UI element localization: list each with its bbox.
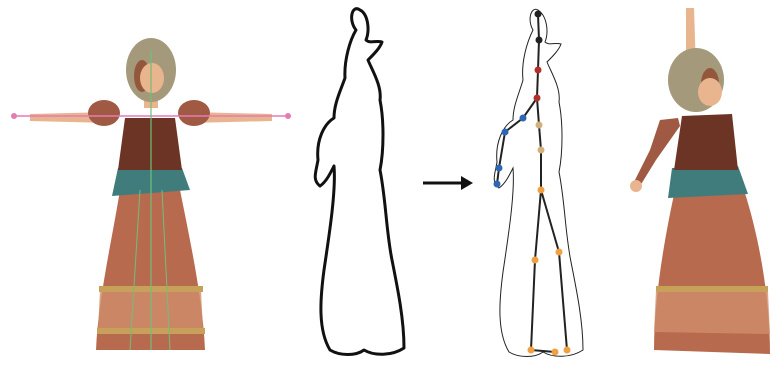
joint-pelvis	[538, 187, 545, 194]
joint-left-knee	[532, 257, 539, 264]
rig-joint-left-hand	[11, 113, 17, 119]
rigged-character-tpose	[0, 0, 300, 366]
hand	[630, 180, 642, 192]
outline-with-fitted-skeleton	[475, 0, 620, 366]
joint-waist	[538, 147, 545, 154]
joint-elbow	[502, 129, 509, 136]
outline-stroke	[315, 9, 404, 355]
sketched-outline	[300, 0, 415, 366]
outline-skeleton-panel	[475, 0, 620, 366]
posed-character-panel	[620, 0, 777, 366]
joint-left-ankle	[528, 347, 535, 354]
left-puffed-sleeve	[88, 100, 120, 126]
bodice	[118, 118, 182, 170]
arrow-panel	[415, 0, 475, 366]
joint-chest	[534, 95, 541, 102]
face	[140, 63, 164, 93]
sash	[668, 166, 748, 198]
joint-hand	[494, 181, 501, 188]
joint-right-ankle	[564, 347, 571, 354]
face	[698, 78, 722, 106]
right-puffed-sleeve	[178, 100, 210, 126]
rigged-character-tpose-panel	[0, 0, 300, 366]
joint-head-top	[535, 11, 542, 18]
joint-head	[536, 37, 543, 44]
joint-neck	[535, 67, 542, 74]
joint-spine	[536, 122, 543, 129]
sketched-outline-panel	[300, 0, 415, 366]
arrow-icon	[415, 0, 475, 366]
rig-joint-right-hand	[285, 113, 291, 119]
joint-wrist	[496, 165, 503, 172]
skirt-gold-band	[656, 286, 768, 292]
joint-left-toe	[552, 349, 559, 356]
skeleton-bones	[497, 14, 567, 352]
joint-right-knee	[556, 249, 563, 256]
skirt-pattern-band	[654, 290, 770, 334]
joint-shoulder	[520, 115, 527, 122]
posed-character	[620, 0, 777, 366]
bodice	[674, 114, 738, 170]
